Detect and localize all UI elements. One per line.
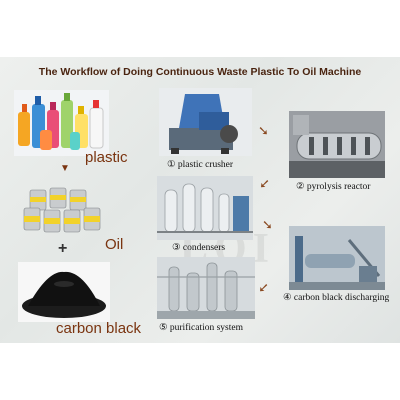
plastic-crusher-image xyxy=(159,88,252,156)
condensers-image xyxy=(157,176,253,240)
carbon-black-label: carbon black xyxy=(56,320,142,337)
carbon-discharging-image xyxy=(289,226,385,290)
diagram-title: The Workflow of Doing Continuous Waste P… xyxy=(38,66,362,78)
purification-system-image xyxy=(157,257,255,319)
step-5-label: ⑤ purification system xyxy=(159,323,243,333)
oil-label: Oil xyxy=(105,236,124,253)
arrow-to-step-2-icon: ➘ xyxy=(258,123,269,138)
carbon-black-image xyxy=(18,262,110,322)
step-2-label: ② pyrolysis reactor xyxy=(296,182,371,192)
plastic-bottles-image xyxy=(14,90,109,156)
step-1-label: ① plastic crusher xyxy=(167,160,234,170)
arrow-down-icon: ▼ xyxy=(60,163,70,174)
arrow-to-step-4-icon: ➘ xyxy=(262,217,273,232)
plastic-label: plastic xyxy=(85,149,128,166)
arrow-to-step-3-icon: ➘ xyxy=(259,176,270,191)
plus-symbol: + xyxy=(58,240,68,257)
step-3-label: ③ condensers xyxy=(172,243,226,253)
step-4-label: ④ carbon black discharging xyxy=(283,293,390,303)
arrow-to-step-5-icon: ➘ xyxy=(258,280,269,295)
oil-barrels-image xyxy=(22,184,104,234)
pyrolysis-reactor-image xyxy=(289,111,385,178)
